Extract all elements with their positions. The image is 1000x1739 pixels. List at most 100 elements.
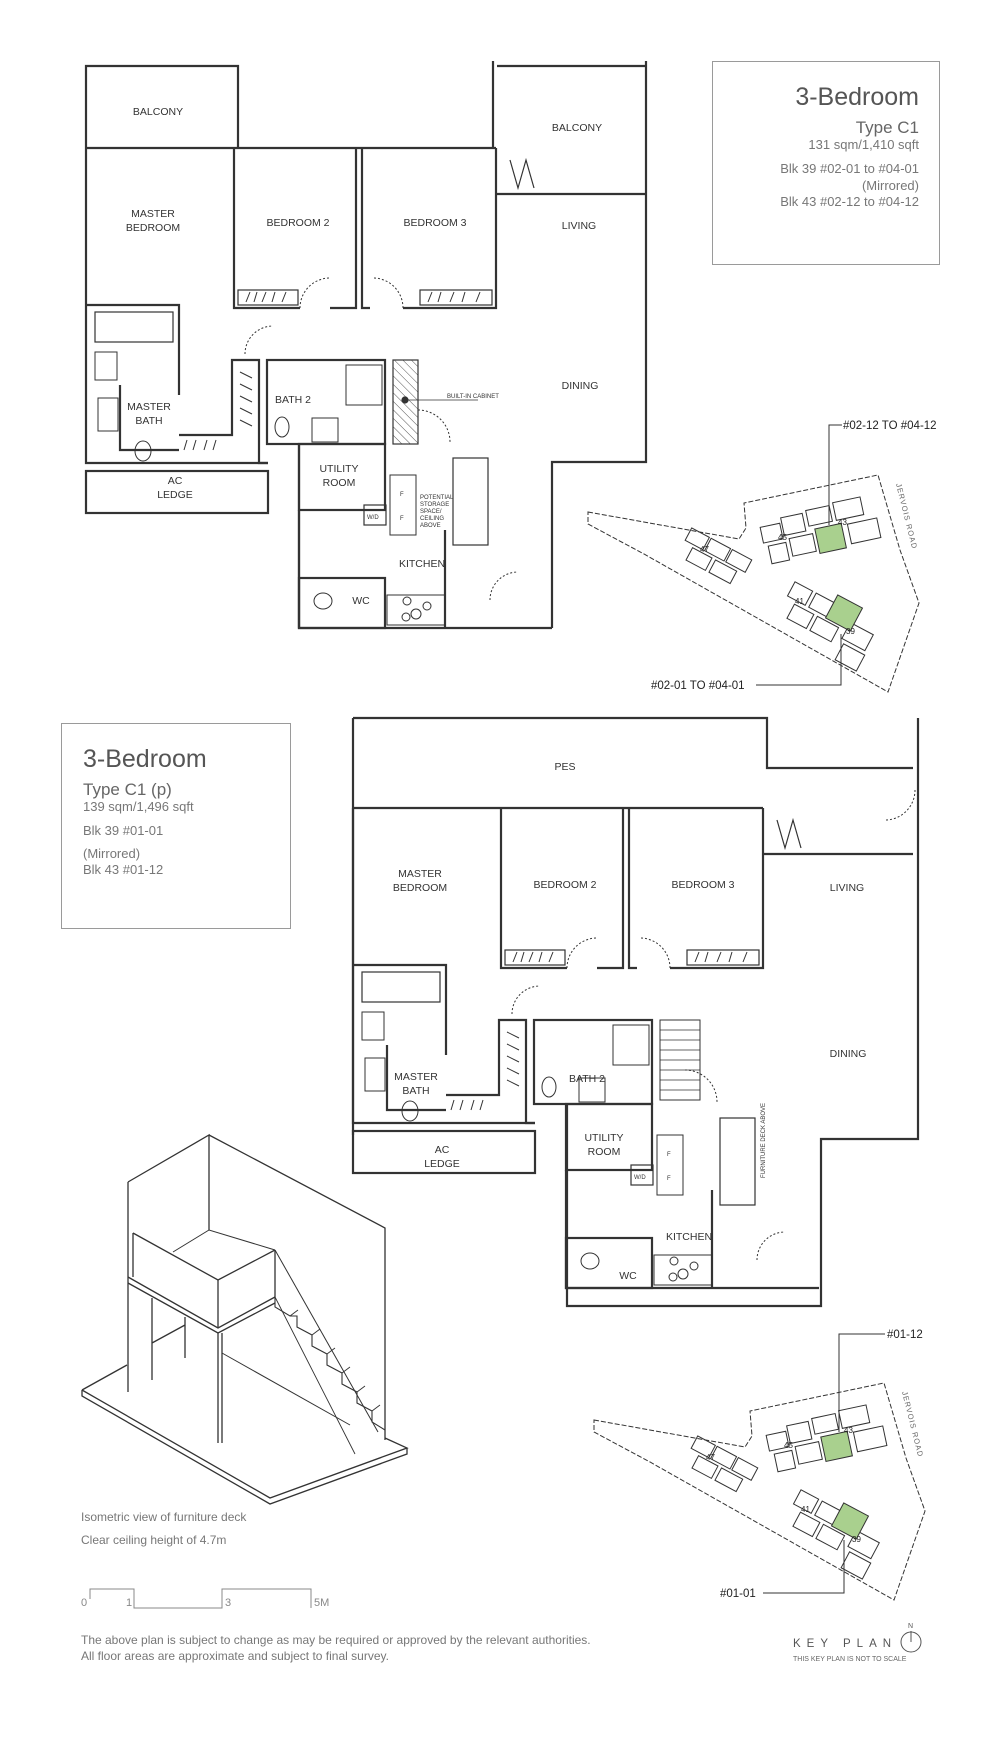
label-fridge: F	[667, 1152, 671, 1158]
room-label-balcony: BALCONY	[552, 122, 602, 134]
disclaimer: The above plan is subject to change as m…	[81, 1632, 591, 1664]
disclaimer-line-2: All floor areas are approximate and subj…	[81, 1649, 389, 1664]
unit-title: 3-Bedroom	[795, 83, 919, 111]
unit-type: Type C1 (p)	[83, 779, 172, 799]
block-number: 45	[784, 1441, 793, 1450]
room-label-ac-ledge: LEDGE	[157, 489, 193, 501]
mirrored-note: (Mirrored)	[861, 177, 919, 193]
floor-plan-type-c1: BALCONY BALCONY MASTER BEDROOM BEDROOM 2…	[84, 61, 648, 630]
key-plan-lower: #01-12 #01-01 JERVOIS ROAD 47 45 43 41 3…	[593, 1329, 926, 1601]
room-label-bedroom-2: BEDROOM 2	[266, 217, 329, 229]
label-fridge: F	[400, 492, 404, 498]
highlight-unit	[830, 1502, 870, 1540]
key-plan-title: KEY PLAN	[793, 1638, 897, 1650]
block-number: 47	[700, 545, 709, 554]
unit-info-box-c1: 3-Bedroom Type C1 131 sqm/1,410 sqft Blk…	[712, 61, 940, 265]
key-plan-note: THIS KEY PLAN IS NOT TO SCALE	[793, 1656, 907, 1663]
unit-info-box-c1p: 3-Bedroom Type C1 (p) 139 sqm/1,496 sqft…	[61, 723, 291, 929]
unit-type: Type C1	[855, 117, 919, 137]
room-label-utility-room: ROOM	[588, 1146, 621, 1158]
room-label-master-bath: MASTER	[394, 1071, 438, 1083]
room-label-master-bedroom: MASTER	[131, 208, 175, 220]
room-label-master-bedroom: BEDROOM	[393, 882, 447, 894]
road-label: JERVOIS ROAD	[900, 1390, 925, 1458]
unit-area: 139 sqm/1,496 sqft	[83, 799, 194, 815]
road-label: JERVOIS ROAD	[894, 482, 919, 550]
label-fridge: F	[667, 1176, 671, 1182]
block-number: 41	[795, 597, 804, 606]
scale-tick: 5M	[314, 1597, 329, 1609]
label-fridge: F	[400, 516, 404, 522]
block-number: 45	[778, 533, 787, 542]
label-storage: STORAGE	[420, 502, 449, 508]
isometric-caption: Isometric view of furniture deck	[81, 1510, 247, 1524]
disclaimer-line-1: The above plan is subject to change as m…	[81, 1633, 591, 1647]
isometric-furniture-deck-drawing	[81, 1133, 409, 1505]
room-label-wc: WC	[619, 1270, 637, 1282]
block-number: 39	[852, 1535, 861, 1544]
block-number: 43	[838, 518, 847, 527]
key-plan-label: #01-12	[887, 1329, 923, 1341]
key-plan-label: #02-12 TO #04-12	[843, 420, 937, 432]
label-storage: POTENTIAL	[420, 495, 454, 501]
room-label-bath-2: BATH 2	[275, 394, 311, 406]
room-label-utility-room: UTILITY	[319, 463, 358, 475]
unit-range-1: Blk 39 #02-01 to #04-01	[780, 161, 919, 177]
room-label-living: LIVING	[562, 220, 596, 232]
room-label-dining: DINING	[562, 380, 599, 392]
room-label-wc: WC	[352, 595, 370, 607]
room-label-master-bedroom: BEDROOM	[126, 222, 180, 234]
room-label-utility-room: UTILITY	[584, 1132, 623, 1144]
room-label-bedroom-2: BEDROOM 2	[533, 879, 596, 891]
room-label-bedroom-3: BEDROOM 3	[671, 879, 734, 891]
block-number: 39	[846, 627, 855, 636]
room-label-dining: DINING	[830, 1048, 867, 1060]
room-label-kitchen: KITCHEN	[666, 1231, 712, 1243]
room-label-master-bedroom: MASTER	[398, 868, 442, 880]
key-plan-label: #02-01 TO #04-01	[651, 680, 745, 692]
label-storage: SPACE/	[420, 509, 442, 515]
label-washer-dryer: W/D	[367, 515, 379, 521]
key-plan-upper: #02-12 TO #04-12 #02-01 TO #04-01 JERVOI…	[587, 420, 937, 693]
block-number: 43	[844, 1426, 853, 1435]
unit-range-2: Blk 43 #01-12	[83, 861, 164, 877]
block-number: 47	[706, 1453, 715, 1462]
label-washer-dryer: W/D	[634, 1175, 646, 1181]
room-label-ac-ledge: AC	[435, 1144, 450, 1156]
room-label-master-bath: BATH	[135, 415, 162, 427]
floor-plan-type-c1p: PES MASTER BEDROOM BEDROOM 2 BEDROOM 3 L…	[351, 716, 920, 1308]
label-furniture-deck: FURNITURE DECK ABOVE	[761, 1103, 767, 1178]
room-label-kitchen: KITCHEN	[399, 558, 445, 570]
room-label-ac-ledge: AC	[168, 475, 183, 487]
unit-range-1: Blk 39 #01-01	[83, 823, 164, 839]
room-labels: BALCONY BALCONY MASTER BEDROOM BEDROOM 2…	[126, 106, 602, 607]
label-storage: CEILING	[420, 516, 444, 522]
ceiling-height-caption: Clear ceiling height of 4.7m	[81, 1533, 226, 1547]
block-number: 41	[801, 1505, 810, 1514]
room-label-master-bath: MASTER	[127, 401, 171, 413]
highlight-unit	[814, 522, 847, 555]
room-label-bath-2: BATH 2	[569, 1073, 605, 1085]
scale-tick: 0	[81, 1597, 87, 1609]
unit-title: 3-Bedroom	[83, 745, 207, 773]
room-label-utility-room: ROOM	[323, 477, 356, 489]
label-storage: ABOVE	[420, 523, 441, 529]
unit-area: 131 sqm/1,410 sqft	[808, 137, 919, 153]
room-label-master-bath: BATH	[402, 1085, 429, 1097]
room-labels: PES MASTER BEDROOM BEDROOM 2 BEDROOM 3 L…	[393, 761, 867, 1282]
room-label-pes: PES	[554, 761, 575, 773]
north-label: N	[908, 1623, 913, 1630]
room-label-living: LIVING	[830, 882, 864, 894]
room-label-bedroom-3: BEDROOM 3	[403, 217, 466, 229]
unit-range-2: Blk 43 #02-12 to #04-12	[780, 193, 919, 209]
scale-bar: 0 1 3 5M	[81, 1588, 329, 1609]
room-label-balcony: BALCONY	[133, 106, 183, 118]
north-compass-icon: N	[900, 1623, 922, 1653]
scale-tick: 3	[225, 1597, 231, 1609]
highlight-unit	[820, 1430, 853, 1463]
key-plan-label: #01-01	[720, 1588, 756, 1600]
label-built-in-cabinet: BUILT-IN CABINET	[447, 394, 499, 400]
room-label-ac-ledge: LEDGE	[424, 1158, 460, 1170]
scale-tick: 1	[126, 1597, 132, 1609]
